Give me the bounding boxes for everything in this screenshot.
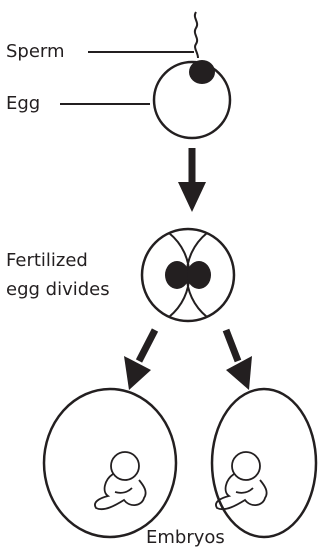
sperm-tail: [195, 12, 198, 58]
sperm-label: Sperm: [6, 41, 65, 63]
right-arrow-head: [226, 356, 252, 390]
embryo-left-sac: [44, 389, 176, 537]
left-arrow-shaft: [139, 330, 155, 361]
daughter-cell-right: [187, 261, 211, 289]
embryos-label: Embryos: [146, 527, 225, 549]
fertilized-label-line2: egg divides: [6, 279, 110, 301]
down-arrow-head: [178, 182, 206, 212]
daughter-cell-left: [165, 261, 189, 289]
embryo-right-sac: [212, 389, 316, 537]
fertilized-label-line1: Fertilized: [6, 250, 88, 272]
egg-label: Egg: [6, 93, 40, 115]
left-arrow-head: [124, 356, 151, 390]
right-arrow-shaft: [226, 330, 238, 361]
sperm-head: [189, 60, 215, 84]
